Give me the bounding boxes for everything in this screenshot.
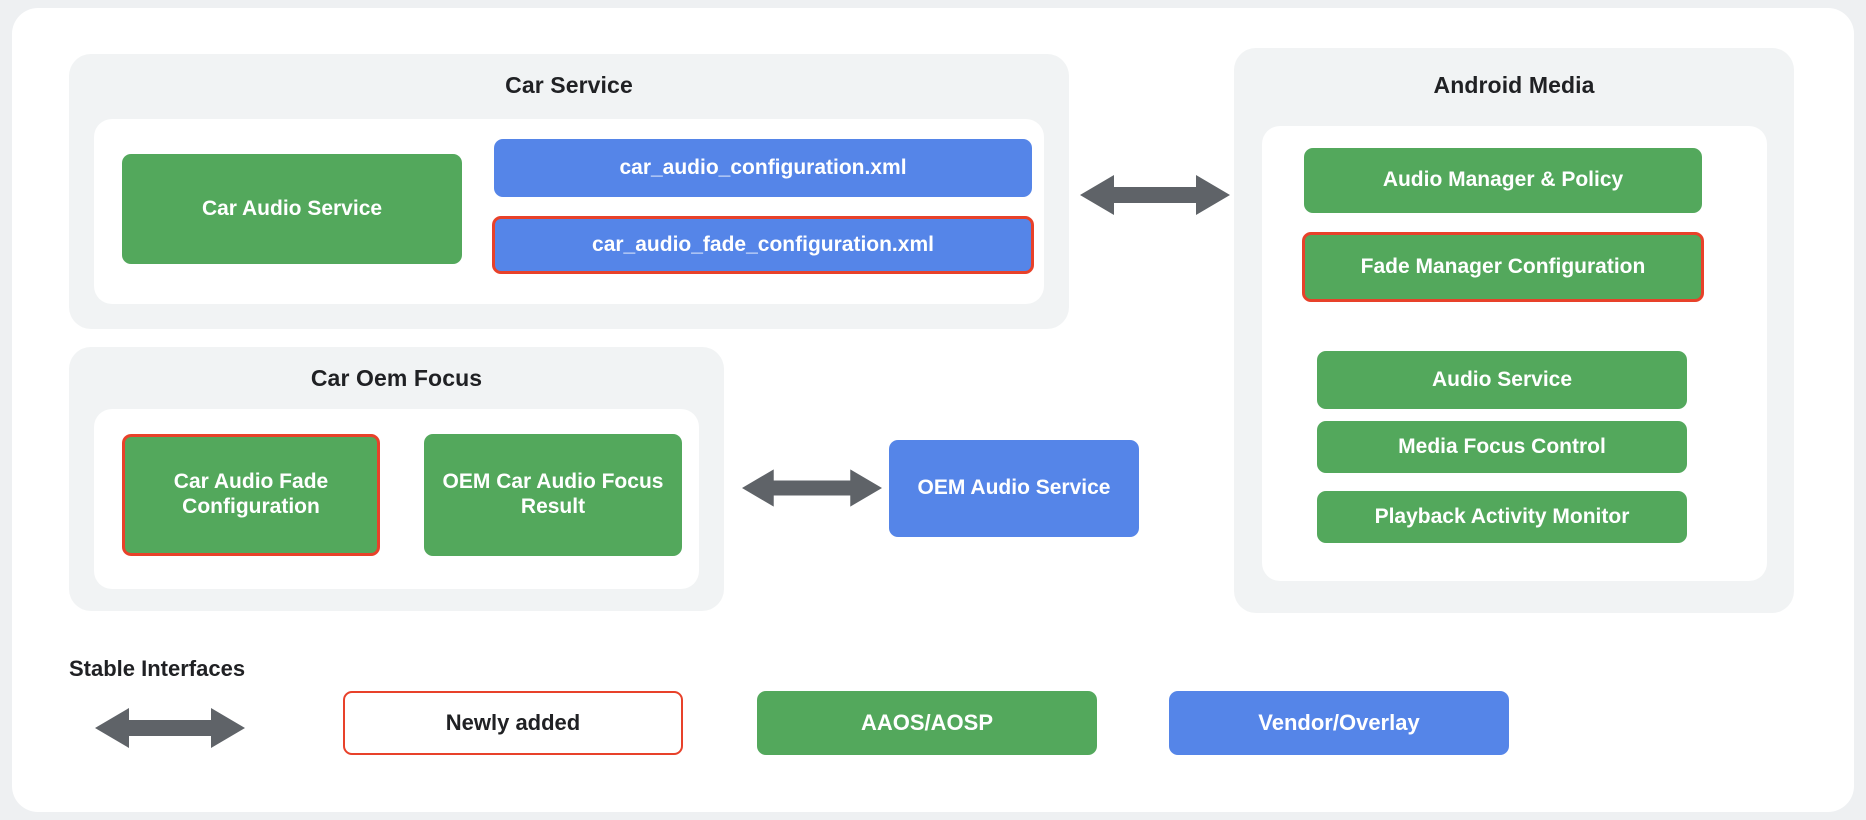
node-media-focus-control-label: Media Focus Control (1398, 434, 1606, 458)
node-car-audio-fade-configuration[interactable]: Car Audio Fade Configuration (122, 434, 380, 556)
node-oem-car-audio-focus-result[interactable]: OEM Car Audio Focus Result (424, 434, 682, 556)
node-fade-manager-configuration[interactable]: Fade Manager Configuration (1302, 232, 1704, 302)
legend-item-aaos-aosp[interactable]: AAOS/AOSP (757, 691, 1097, 755)
group-car-service-inner: Car Audio Service car_audio_configuratio… (94, 119, 1044, 304)
legend-item-vendor-overlay-label: Vendor/Overlay (1258, 710, 1420, 735)
node-oem-audio-service-label: OEM Audio Service (917, 476, 1111, 500)
legend-stable-interfaces-label: Stable Interfaces (69, 656, 246, 681)
node-media-focus-control[interactable]: Media Focus Control (1317, 421, 1687, 473)
connector-car-service-to-android-media (1080, 173, 1230, 217)
legend-item-aaos-aosp-label: AAOS/AOSP (860, 710, 994, 735)
node-playback-activity-monitor[interactable]: Playback Activity Monitor (1317, 491, 1687, 543)
node-car-audio-fade-configuration-label: Car Audio Fade Configuration (173, 470, 329, 518)
node-car-audio-configuration-xml[interactable]: car_audio_configuration.xml (494, 139, 1032, 197)
node-audio-manager-and-policy-label: Audio Manager & Policy (1382, 168, 1624, 192)
node-fade-manager-configuration-label: Fade Manager Configuration (1360, 254, 1646, 278)
group-car-oem-focus: Car Oem Focus Car Audio Fade Configurati… (69, 347, 724, 611)
node-oem-car-audio-focus-result-label: OEM Car Audio Focus Result (442, 470, 664, 518)
node-car-audio-configuration-xml-label: car_audio_configuration.xml (619, 155, 907, 179)
node-car-audio-service-label: Car Audio Service (201, 196, 383, 220)
group-car-service: Car Service Car Audio Service car_audio_… (69, 54, 1069, 329)
node-playback-activity-monitor-label: Playback Activity Monitor (1374, 504, 1630, 528)
legend-stable-interfaces-arrow-icon (70, 706, 270, 750)
legend-item-newly-added-label: Newly added (445, 710, 581, 735)
group-car-oem-focus-inner: Car Audio Fade Configuration OEM Car Aud… (94, 409, 699, 589)
connector-car-oem-focus-to-oem-audio-service (742, 466, 882, 510)
group-android-media-inner: Audio Manager & Policy Fade Manager Conf… (1262, 126, 1767, 581)
node-audio-service-label: Audio Service (1431, 367, 1573, 391)
node-car-audio-service[interactable]: Car Audio Service (122, 154, 462, 264)
node-car-audio-fade-configuration-xml-label: car_audio_fade_configuration.xml (592, 232, 934, 256)
node-oem-audio-service[interactable]: OEM Audio Service (889, 440, 1139, 537)
node-audio-manager-and-policy[interactable]: Audio Manager & Policy (1304, 148, 1702, 213)
diagram-canvas: Car Service Car Audio Service car_audio_… (12, 8, 1854, 812)
node-car-audio-fade-configuration-xml[interactable]: car_audio_fade_configuration.xml (492, 216, 1034, 274)
group-car-oem-focus-title: Car Oem Focus (310, 365, 483, 391)
legend-item-vendor-overlay[interactable]: Vendor/Overlay (1169, 691, 1509, 755)
group-android-media-title: Android Media (1433, 72, 1595, 98)
legend-item-newly-added[interactable]: Newly added (343, 691, 683, 755)
node-audio-service[interactable]: Audio Service (1317, 351, 1687, 409)
group-car-service-title: Car Service (505, 72, 633, 98)
group-android-media: Android Media Audio Manager & Policy Fad… (1234, 48, 1794, 613)
